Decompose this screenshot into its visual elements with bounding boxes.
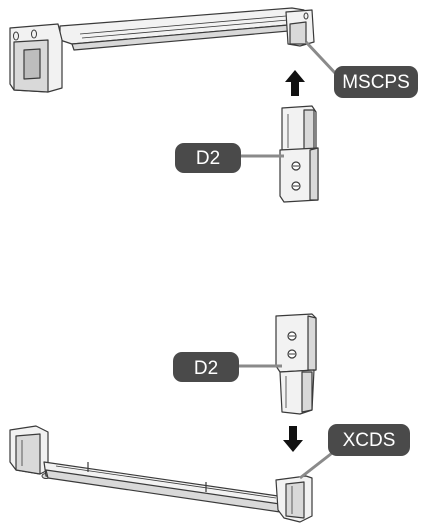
top-bracket-mscps xyxy=(9,7,315,93)
top-d2-label: D2 xyxy=(196,148,220,169)
xcds-label: XCDS xyxy=(343,430,396,451)
xcds-leader-line xyxy=(299,448,337,480)
arrow-down-icon xyxy=(283,426,303,452)
arrow-up-icon xyxy=(285,70,305,96)
mscps-label: MSCPS xyxy=(342,72,410,93)
top-d2-tag: D2 xyxy=(175,143,241,173)
mscps-tag: MSCPS xyxy=(334,66,418,98)
mscps-leader-line xyxy=(304,40,338,76)
bottom-bracket-xcds xyxy=(9,425,313,523)
xcds-tag: XCDS xyxy=(328,424,410,456)
bottom-module-d2 xyxy=(275,313,317,415)
top-module-d2 xyxy=(279,105,319,203)
bottom-d2-tag: D2 xyxy=(173,352,239,382)
bottom-d2-label: D2 xyxy=(194,358,218,379)
